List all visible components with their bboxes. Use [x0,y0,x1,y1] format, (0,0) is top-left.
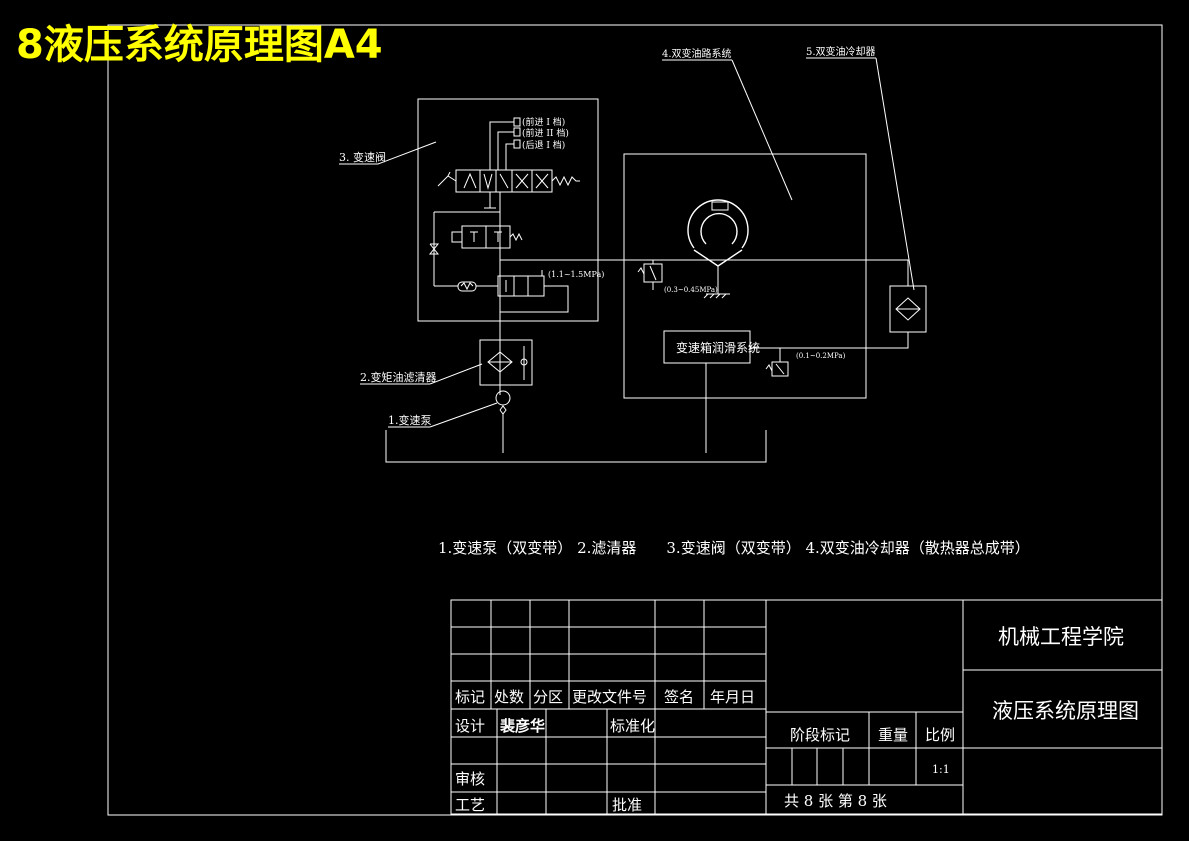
school-name: 机械工程学院 [998,625,1124,649]
oil-system [623,153,909,399]
cooler [889,285,927,333]
pump [495,390,511,453]
scale-label: 比例 [925,726,955,744]
scale-value: 1:1 [932,763,950,776]
drawing-frame [107,24,1163,816]
header-mark: 标记 [455,688,485,706]
approve-label: 批准 [612,796,642,814]
callout-filter: 2.变矩油滤清器 [360,370,437,384]
standardize-label: 标准化 [610,717,655,735]
filter [479,339,533,386]
callout-oil-system: 4.双变油路系统 [662,47,732,60]
header-signature: 签名 [664,688,694,706]
designer-name: 裴彦华 [499,717,545,735]
parts-legend: 1.变速泵（双变带） 2.滤清器 3.变速阀（双变带） 4.双变油冷却器（散热器… [438,539,1030,557]
drawing-name: 液压系统原理图 [992,699,1139,723]
weight-label: 重量 [878,726,908,744]
lube-box-label: 变速箱润滑系统 [676,340,760,355]
main-pressure-label: (1.1~1.5MPa) [548,270,604,279]
callout-pump: 1.变速泵 [388,413,432,427]
sheet-count: 共 8 张 第 8 张 [784,792,887,810]
process-label: 工艺 [455,796,485,814]
design-label: 设计 [455,717,485,735]
lube-pressure-label: (0.1~0.2MPa) [796,352,846,360]
header-zone: 分区 [533,688,563,706]
position-forward-1: (前进 I 档) [522,116,565,128]
header-count: 处数 [494,688,524,706]
converter-pressure-label: (0.3~0.45MPa) [664,286,718,294]
page-title: 8液压系统原理图A4 [16,22,383,68]
title-block [450,599,1163,815]
shift-valve-block [417,98,866,395]
callout-valve: 3. 变速阀 [339,150,386,164]
stage-mark-label: 阶段标记 [790,726,850,744]
position-reverse-1: (后退 I 档) [522,139,565,151]
position-forward-2: (前进 II 档) [522,127,569,139]
header-date: 年月日 [710,688,755,706]
callout-cooler: 5.双变油冷却器 [806,45,876,58]
review-label: 审核 [455,770,485,788]
header-change-doc: 更改文件号 [572,688,647,706]
